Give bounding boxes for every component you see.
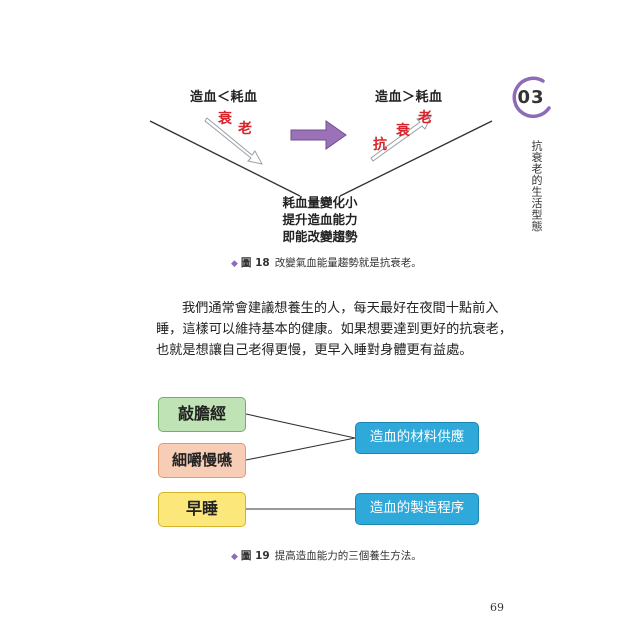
paragraph-line-3: 也就是想讓自己老得更慢，更早入睡對身體更有益處。 <box>156 343 473 358</box>
caption-diamond-icon: ◆ <box>231 552 238 562</box>
figure-18-number: 圖 18 <box>240 257 270 269</box>
figure-18-graphic <box>149 115 493 197</box>
left-arrow-char-2: 老 <box>238 121 252 137</box>
paragraph-line-2: 睡，這樣可以維持基本的健康。如果想要達到更好的抗衰老， <box>156 322 513 337</box>
right-arrow-char-3: 老 <box>418 110 432 126</box>
right-arrow-char-1: 抗 <box>373 137 387 153</box>
body-paragraph: 我們通常會建議想養生的人，每天最好在夜間十點前入 睡，這樣可以維持基本的健康。如… <box>156 298 513 361</box>
chapter-ring <box>512 76 551 119</box>
figure-19-number: 圖 19 <box>240 550 270 562</box>
paragraph-line-1: 我們通常會建議想養生的人，每天最好在夜間十點前入 <box>182 301 499 316</box>
result-box-process: 造血的製造程序 <box>355 493 479 525</box>
center-explanation: 耗血量變化小 提升造血能力 即能改變趨勢 <box>250 194 390 245</box>
figure-19-caption-text: 提高造血能力的三個養生方法。 <box>274 550 422 562</box>
center-line-2: 提升造血能力 <box>282 212 358 227</box>
center-line-3: 即能改變趨勢 <box>282 229 358 244</box>
v-line-right <box>339 120 493 197</box>
caption-diamond-icon: ◆ <box>231 259 238 269</box>
chapter-ring-arc <box>512 76 551 119</box>
right-arrow-char-2: 衰 <box>396 123 410 139</box>
connector-method1-result1 <box>245 413 356 439</box>
method-box-early-sleep: 早睡 <box>158 492 246 527</box>
method-box-chewing: 細嚼慢嚥 <box>158 443 246 478</box>
figure-18 <box>0 0 640 300</box>
method-box-gallbladder: 敲膽經 <box>158 397 246 432</box>
transition-arrow <box>290 120 347 150</box>
right-label: 造血＞耗血 <box>375 90 443 105</box>
left-outline-arrow <box>204 117 263 165</box>
left-arrow-char-1: 衰 <box>218 111 232 127</box>
result-box-materials: 造血的材料供應 <box>355 422 479 454</box>
chapter-title: 抗衰老的生活型態 <box>530 140 543 232</box>
right-outline-arrow <box>370 115 432 162</box>
chapter-number: 03 <box>517 87 545 108</box>
v-line-left <box>149 120 301 197</box>
page-number: 69 <box>490 601 504 614</box>
figure-18-caption: ◆圖 18 改變氣血能量趨勢就是抗衰老。 <box>231 255 422 270</box>
center-line-1: 耗血量變化小 <box>282 195 358 210</box>
figure-18-caption-text: 改變氣血能量趨勢就是抗衰老。 <box>274 257 422 269</box>
connector-method2-result1 <box>245 437 356 461</box>
figure-19-caption: ◆圖 19 提高造血能力的三個養生方法。 <box>231 548 422 563</box>
left-label: 造血＜耗血 <box>190 90 258 105</box>
